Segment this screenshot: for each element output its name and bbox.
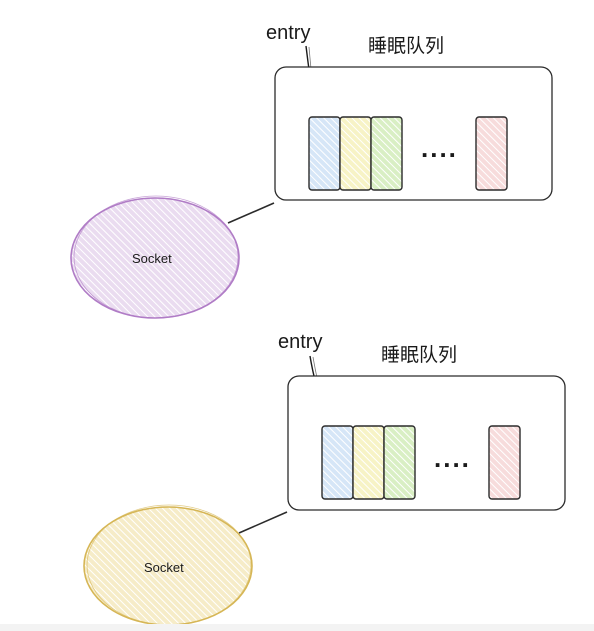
entry-rect (475, 116, 508, 191)
entry-rect (339, 116, 372, 191)
entry-rect (488, 425, 521, 500)
entry-rect (352, 425, 385, 500)
sleep-queue-group-1: entry 睡眠队列 .... Socket (70, 22, 553, 319)
bottom-edge (0, 624, 594, 631)
socket-connector-line (238, 511, 288, 534)
sleep-queue-group-2: entry 睡眠队列 .... Socket (83, 331, 566, 626)
socket-connector-line (227, 202, 275, 224)
queue-label: 睡眠队列 (381, 344, 457, 366)
socket-ellipse (70, 195, 240, 319)
queue-label: 睡眠队列 (368, 35, 444, 57)
socket-label: Socket (132, 251, 172, 266)
entry-rect (370, 116, 403, 191)
entry-label: entry (266, 22, 310, 44)
ellipsis: .... (434, 443, 471, 473)
ellipsis: .... (421, 133, 458, 163)
entry-rect (321, 425, 354, 500)
entry-label: entry (278, 331, 322, 353)
entry-rect (383, 425, 416, 500)
entry-rect (308, 116, 341, 191)
socket-ellipse (83, 504, 253, 626)
socket-label: Socket (144, 560, 184, 575)
